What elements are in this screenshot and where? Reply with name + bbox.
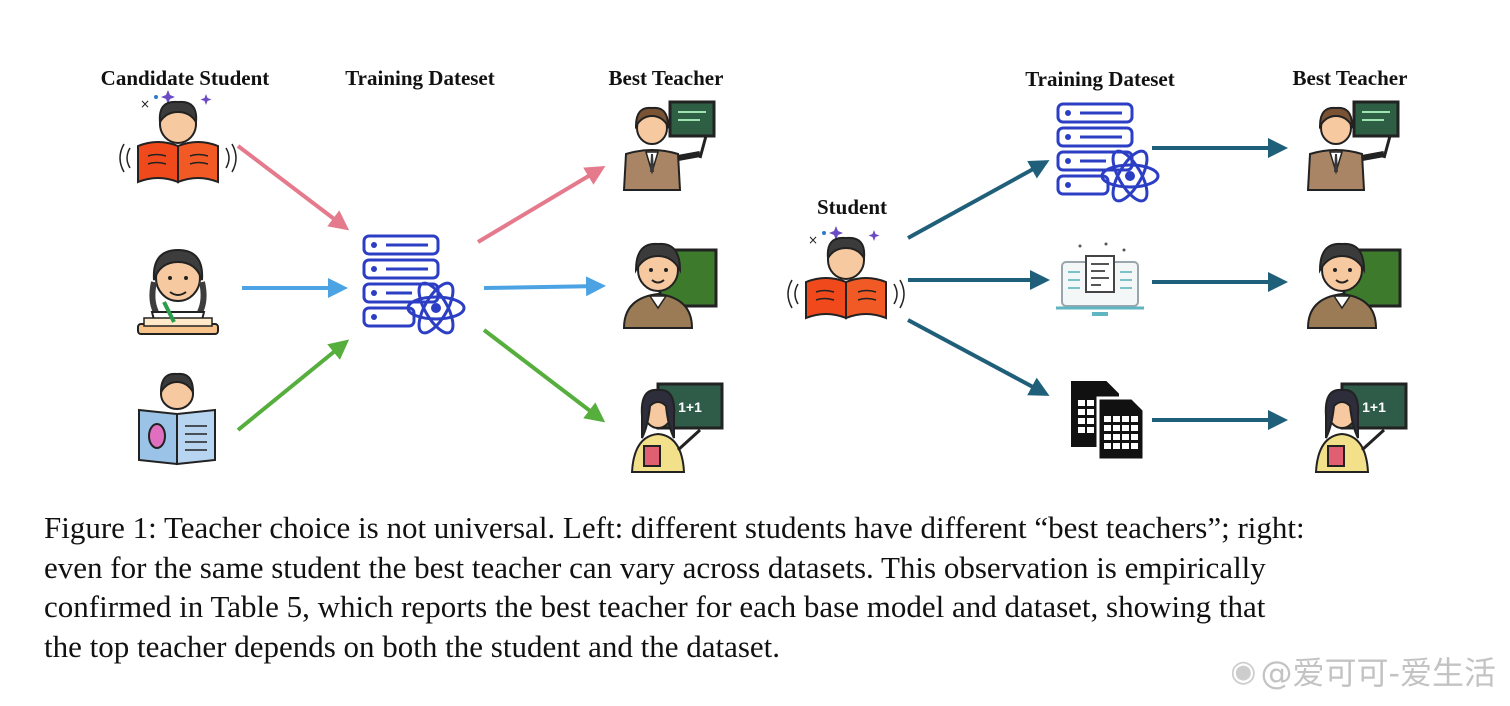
teacher-board-icon [1308,102,1398,190]
candidate-student-reading-icon [119,89,237,183]
training-dataset-server-icon [362,234,466,340]
label-best-teacher-right: Best Teacher [1293,66,1408,90]
label-training-dataset-left: Training Dateset [345,66,495,90]
candidate-student-magazine-icon [138,372,216,465]
label-student: Student [817,195,887,219]
caption-line: the top teacher depends on both the stud… [44,628,781,664]
arrow-green-in [236,339,350,432]
student-reading-icon [787,225,905,319]
figure-caption: Figure 1: Teacher choice is not universa… [44,508,1484,666]
dataset-code-document-icon [1054,241,1146,318]
arrow-green-out [482,328,606,423]
caption-line: confirmed in Table 5, which reports the … [44,589,1266,624]
teacher-chalkboard-icon [1306,242,1402,330]
teacher-choice-diagram: × [101,66,1408,474]
arrow-pink-out [476,165,606,244]
dataset-spreadsheet-icon [1070,380,1146,462]
watermark-text: @爱可可-爱生活 [1260,654,1496,692]
best-teacher-board-icon [624,102,714,190]
caption-line: Figure 1: Teacher choice is not universa… [44,510,1305,545]
watermark: ◉ @爱可可-爱生活 [1230,648,1496,694]
caption-line: even for the same student the best teach… [44,549,1266,585]
arrow-blue-out [483,276,606,297]
arrow-student-to-sheets [907,318,1050,396]
best-teacher-math-icon [630,382,724,474]
arrow-pink-in [236,144,350,231]
label-candidate-student: Candidate Student [101,66,270,90]
weibo-icon: ◉ [1230,653,1257,689]
teacher-math-icon [1314,382,1408,474]
candidate-student-writing-icon [138,250,218,334]
dataset-server-icon [1056,102,1160,208]
label-best-teacher-left: Best Teacher [609,66,724,90]
best-teacher-chalkboard-icon [622,242,718,330]
label-training-dataset-right: Training Dateset [1025,67,1175,91]
arrow-student-to-server [907,160,1050,240]
